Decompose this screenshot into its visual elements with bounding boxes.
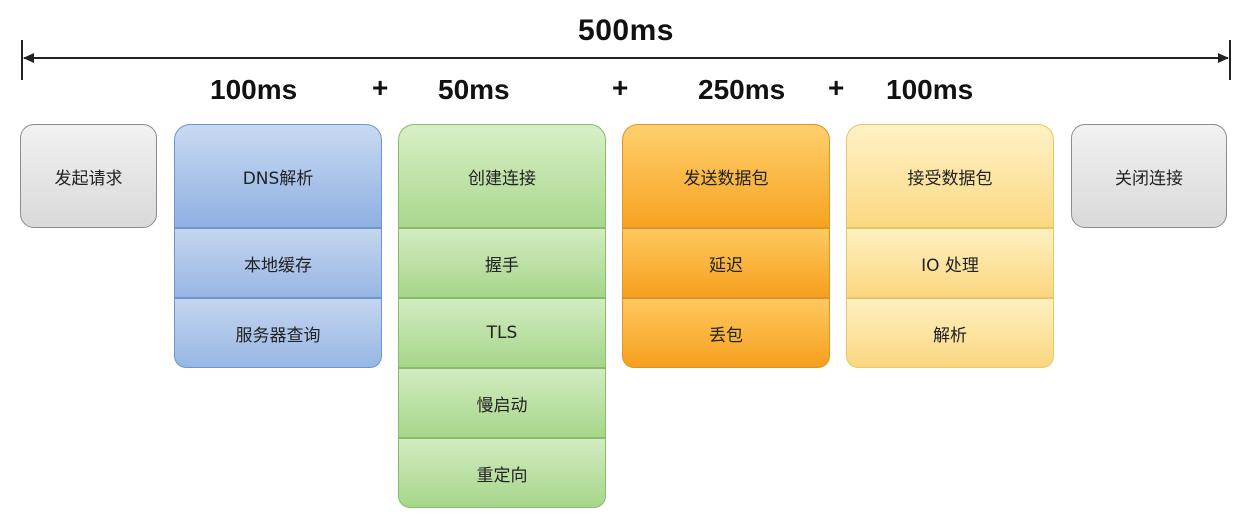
send-step-box: 延迟 bbox=[622, 228, 830, 298]
send-box: 发送数据包 bbox=[622, 124, 830, 228]
connect-step-box: 慢启动 bbox=[398, 368, 606, 438]
send-step-label: 延迟 bbox=[709, 255, 743, 276]
dns-step-box: 服务器查询 bbox=[174, 298, 382, 368]
connect-step-label: 握手 bbox=[485, 255, 519, 276]
receive-step-label: IO 处理 bbox=[921, 255, 979, 276]
plus-sign: + bbox=[612, 72, 629, 103]
plus-sign: + bbox=[372, 72, 389, 103]
connect-step-label: 慢启动 bbox=[476, 395, 528, 416]
plus-sign: + bbox=[828, 72, 845, 103]
connect-step-box: 握手 bbox=[398, 228, 606, 298]
send-step-box: 丢包 bbox=[622, 298, 830, 368]
start-request-label: 发起请求 bbox=[54, 168, 123, 189]
connect-step-label: 重定向 bbox=[476, 465, 528, 486]
close-connection-box: 关闭连接 bbox=[1071, 124, 1227, 228]
send-step-label: 丢包 bbox=[709, 325, 743, 346]
send-duration: 250ms bbox=[698, 74, 786, 105]
dns-step-label: 本地缓存 bbox=[244, 255, 312, 276]
dns-duration: 100ms bbox=[210, 74, 298, 105]
receive-box: 接受数据包 bbox=[846, 124, 1054, 228]
receive-step-box: 解析 bbox=[846, 298, 1054, 368]
receive-step-label: 解析 bbox=[933, 325, 967, 346]
connect-step-label: TLS bbox=[486, 323, 518, 343]
total-span-arrow bbox=[21, 40, 1231, 80]
connect-label: 创建连接 bbox=[468, 168, 536, 189]
connect-duration: 50ms bbox=[438, 74, 510, 105]
receive-duration: 100ms bbox=[886, 74, 974, 105]
dns-step-label: 服务器查询 bbox=[235, 325, 321, 346]
dns-box: DNS解析 bbox=[174, 124, 382, 228]
send-label: 发送数据包 bbox=[683, 168, 769, 189]
connect-step-box: TLS bbox=[398, 298, 606, 368]
dns-step-box: 本地缓存 bbox=[174, 228, 382, 298]
start-request-box: 发起请求 bbox=[20, 124, 157, 228]
connect-step-box: 重定向 bbox=[398, 438, 606, 508]
connect-box: 创建连接 bbox=[398, 124, 606, 228]
receive-label: 接受数据包 bbox=[907, 168, 993, 189]
total-duration-label: 500ms bbox=[578, 14, 674, 47]
dns-label: DNS解析 bbox=[242, 168, 314, 189]
receive-step-box: IO 处理 bbox=[846, 228, 1054, 298]
close-connection-label: 关闭连接 bbox=[1115, 168, 1183, 189]
